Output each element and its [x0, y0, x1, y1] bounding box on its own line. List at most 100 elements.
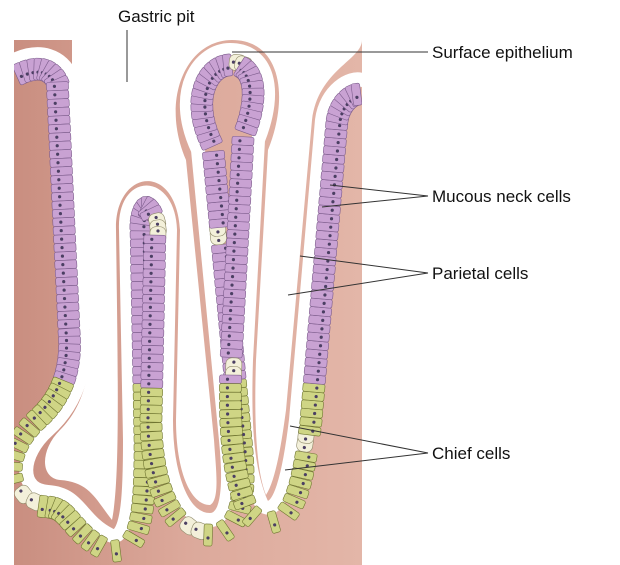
mucous-cell-group — [54, 251, 76, 261]
chief-cell — [219, 392, 241, 401]
mucous-cell — [51, 183, 73, 193]
mucous-cell — [143, 277, 165, 286]
mucous-cell — [227, 229, 249, 239]
mucous-cell-group — [46, 81, 68, 91]
mucous-cell-group — [142, 311, 164, 320]
chief-cell-group — [140, 431, 162, 441]
mucous-cell-group — [229, 187, 251, 197]
mucous-cell-group — [54, 243, 76, 253]
mucous-cell — [142, 337, 164, 346]
mucous-cell — [222, 306, 244, 316]
mucous-cell — [143, 252, 165, 261]
mucous-cell-group — [231, 145, 253, 155]
mucous-cell — [232, 136, 254, 146]
mucous-cell-group — [47, 98, 69, 108]
chief-cell-group — [219, 409, 241, 418]
mucous-cell — [229, 179, 251, 189]
mucous-cell-group — [56, 294, 78, 304]
mucous-cell — [50, 166, 72, 176]
chief-cell — [203, 524, 212, 546]
mucous-cell — [221, 340, 243, 350]
mucous-cell — [58, 319, 80, 329]
mucous-cell — [229, 187, 251, 197]
mucous-cell-group — [142, 294, 164, 303]
mucous-cell — [54, 243, 76, 253]
mucous-cell-group — [53, 217, 75, 227]
chief-cell — [140, 423, 162, 432]
mucous-cell — [143, 269, 165, 278]
mucous-cell-group — [144, 243, 166, 252]
chief-cell — [140, 396, 162, 405]
mucous-cell — [48, 124, 70, 134]
mucous-cell-group — [49, 141, 71, 151]
mucous-cell — [223, 289, 245, 299]
mucous-cell — [57, 311, 79, 321]
mucous-cell-group — [49, 149, 71, 159]
mucous-cell-group — [49, 132, 71, 142]
mucous-cell — [142, 320, 164, 329]
mucous-cell-group — [47, 107, 69, 117]
mucous-cell — [55, 268, 77, 278]
cell-nucleus — [226, 395, 229, 398]
mucous-cell-group — [226, 238, 248, 248]
mucous-cell — [55, 260, 77, 270]
chief-cell-group — [141, 388, 163, 397]
mucous-cell-group — [52, 200, 74, 210]
chief-cell-group — [140, 423, 162, 432]
mucous-cell — [49, 149, 71, 159]
mucous-cell — [231, 153, 253, 163]
mucous-cell — [141, 354, 163, 363]
chief-cell-group — [219, 401, 241, 410]
mucous-cell — [224, 280, 246, 290]
mucous-cell — [141, 345, 163, 354]
mucous-cell — [143, 260, 165, 269]
mucous-cell-group — [141, 371, 163, 380]
mucous-cell — [52, 200, 74, 210]
label-chief-cells: Chief cells — [432, 444, 510, 463]
mucous-cell — [53, 234, 75, 244]
mucous-cell-group — [231, 153, 253, 163]
mucous-cell-group — [225, 263, 247, 273]
mucous-cell — [221, 331, 243, 341]
mucous-cell-group — [141, 379, 163, 388]
mucous-cell — [229, 196, 251, 206]
mucous-cell-group — [48, 124, 70, 134]
mucous-cell-group — [57, 311, 79, 321]
mucous-cell — [231, 145, 253, 155]
mucous-cell-group — [142, 337, 164, 346]
chief-cell — [132, 495, 155, 505]
mucous-cell — [142, 303, 164, 312]
mucous-cell — [50, 158, 72, 168]
mucous-cell — [226, 238, 248, 248]
mucous-cell — [56, 294, 78, 304]
mucous-cell — [225, 263, 247, 273]
chief-cell-group — [132, 495, 155, 505]
chief-cell-group — [203, 524, 212, 546]
mucous-cell — [143, 286, 165, 295]
mucous-cell — [144, 235, 166, 244]
mucous-cell-group — [51, 192, 73, 202]
chief-cell — [219, 409, 241, 418]
mucous-cell — [56, 277, 78, 287]
mucous-cell-group — [51, 183, 73, 193]
chief-cell — [141, 388, 163, 397]
mucous-cell — [51, 175, 73, 185]
mucous-cell — [222, 314, 244, 324]
label-parietal-cells: Parietal cells — [432, 264, 528, 283]
mucous-cell — [222, 323, 244, 333]
mucous-cell-group — [227, 229, 249, 239]
mucous-cell-group — [232, 136, 254, 146]
mucous-cell-group — [142, 320, 164, 329]
mucous-cell — [46, 81, 68, 91]
mucous-cell-group — [56, 277, 78, 287]
mucous-cell — [230, 162, 252, 172]
chief-cell — [140, 405, 162, 414]
mucous-cell-group — [143, 260, 165, 269]
mucous-cell-group — [221, 340, 243, 350]
label-surface-epithelium: Surface epithelium — [432, 43, 573, 62]
mucous-cell-group — [223, 297, 245, 307]
mucous-cell-group — [202, 150, 225, 161]
chief-cell-group — [140, 396, 162, 405]
mucous-cell — [56, 285, 78, 295]
cell-nucleus — [226, 386, 229, 389]
